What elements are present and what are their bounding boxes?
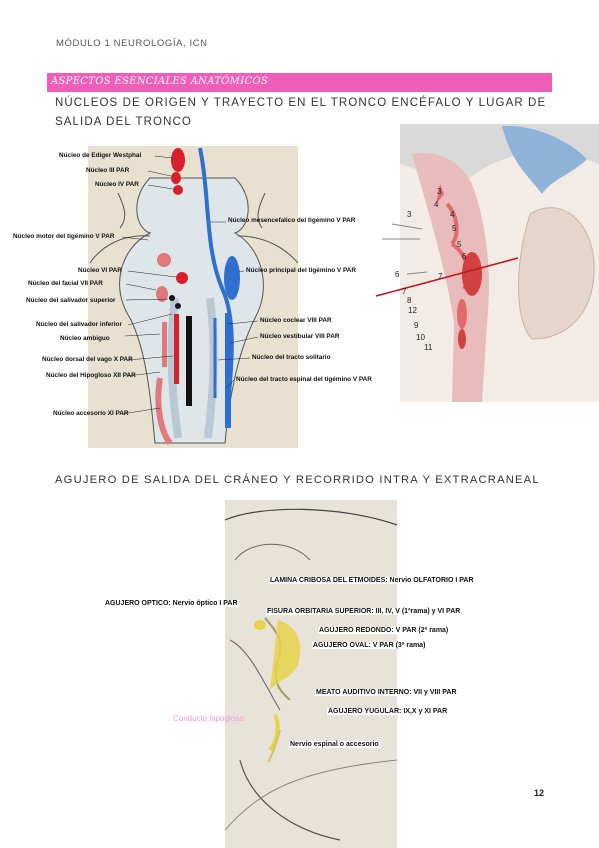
skull-figure: LAMINA CRIBOSA DEL ETMOIDES: Nervio OLFA… [100, 500, 500, 848]
section1-title-line2: SALIDA DEL TRONCO [55, 116, 192, 128]
label-meato-auditivo: MEATO AUDITIVO INTERNO: VII y VIII PAR [315, 689, 458, 696]
section1-title-line1: NÚCLEOS DE ORIGEN Y TRAYECTO EN EL TRONC… [55, 97, 547, 109]
sagittal-illustration [375, 124, 599, 402]
label-agujero-optico: AGUJERO OPTICO: Nervio óptico I PAR [104, 600, 239, 607]
sagittal-num-6: 5 [457, 240, 462, 249]
label-nucleo-iv-par: Núcleo IV PAR [95, 181, 139, 188]
label-agujero-redondo: AGUJERO REDONDO: V PAR (2ª rama) [318, 627, 450, 634]
label-nucleo-vestibular: Núcleo vestibular VIII PAR [260, 333, 340, 340]
label-nucleo-motor-trigemino: Núcleo motor del tigémino V PAR [13, 233, 115, 240]
label-nucleo-salivador-superior: Núcleo del salivador superior [26, 297, 116, 304]
label-nucleo-ediger-westphal: Núcleo de Ediger Westphal [59, 152, 142, 159]
label-lamina-cribosa: LAMINA CRIBOSA DEL ETMOIDES: Nervio OLFA… [269, 577, 475, 584]
label-nucleo-dorsal-vago: Núcleo dorsal del vago X PAR [42, 356, 133, 363]
sagittal-num-9: 6 [462, 252, 467, 261]
section2-title: AGUJERO DE SALIDA DEL CRÁNEO Y RECORRIDO… [55, 474, 540, 486]
label-fisura-orbitaria: FISURA ORBITARIA SUPERIOR: III, IV, V (1… [266, 608, 462, 615]
label-nucleo-principal-trigemino: Núcleo principal del tigémino V PAR [246, 267, 356, 274]
label-nucleo-facial: Núcleo del facial VII PAR [28, 280, 103, 287]
skull-illustration [224, 500, 398, 848]
sagittal-num-2: 4 [434, 200, 439, 209]
brainstem-figure: Núcleo de Ediger Westphal Núcleo III PAR… [0, 138, 380, 450]
label-nucleo-iii-par: Núcleo III PAR [86, 167, 130, 174]
page-number: 12 [534, 788, 545, 798]
sagittal-num-12: 12 [408, 306, 417, 315]
conducto-hipogloso-note: Conducto hipogloso: [173, 714, 246, 723]
label-nucleo-mesencefalico: Núcleo mesencefalico del tigémino V PAR [228, 217, 356, 224]
sagittal-num-8: 7 [438, 272, 443, 281]
sagittal-num-11: 8 [407, 296, 412, 305]
label-nucleo-vi-par: Núcleo VI PAR [78, 267, 122, 274]
sagittal-figure: 3 4 3 4 5 5 6 7 6 7 8 12 9 10 11 [352, 124, 599, 402]
label-nucleo-tracto-solitario: Núcleo del tracto solitario [252, 354, 331, 361]
document-header: MÓDULO 1 NEUROLOGÍA, ICN [56, 38, 208, 49]
label-nucleo-accesorio: Núcleo accesorio XI PAR [53, 410, 129, 417]
label-nucleo-ambiguo: Núcleo ambiguo [60, 335, 110, 342]
label-nucleo-hipogloso: Núcleo del Hipogloso XII PAR [46, 372, 136, 379]
label-nucleo-tracto-espinal: Núcleo del tracto espinal del tigémino V… [236, 376, 372, 383]
sagittal-num-5: 5 [452, 224, 457, 233]
sagittal-num-13: 9 [414, 321, 419, 330]
sagittal-num-14: 10 [416, 333, 425, 342]
label-agujero-oval: AGUJERO OVAL: V PAR (3ª rama) [312, 642, 427, 649]
label-nucleo-salivador-inferior: Núcleo del salivador inferior [36, 321, 122, 328]
section-banner [47, 73, 552, 92]
sagittal-num-1: 3 [437, 187, 442, 196]
sagittal-num-15: 11 [424, 343, 433, 352]
banner-text: ASPECTOS ESENCIALES ANATÓMICOS [51, 76, 269, 87]
sagittal-num-7: 6 [395, 270, 400, 279]
brainstem-illustration [88, 146, 299, 448]
sagittal-num-4: 4 [450, 210, 455, 219]
label-nervio-espinal: Nervio espinal o accesorio [289, 741, 380, 748]
sagittal-num-10: 7 [402, 287, 407, 296]
label-agujero-yugular: AGUJERO YUGULAR: IX,X y XI PAR [327, 708, 449, 715]
sagittal-num-3: 3 [407, 210, 412, 219]
label-nucleo-coclear: Núcleo coclear VIII PAR [260, 317, 332, 324]
